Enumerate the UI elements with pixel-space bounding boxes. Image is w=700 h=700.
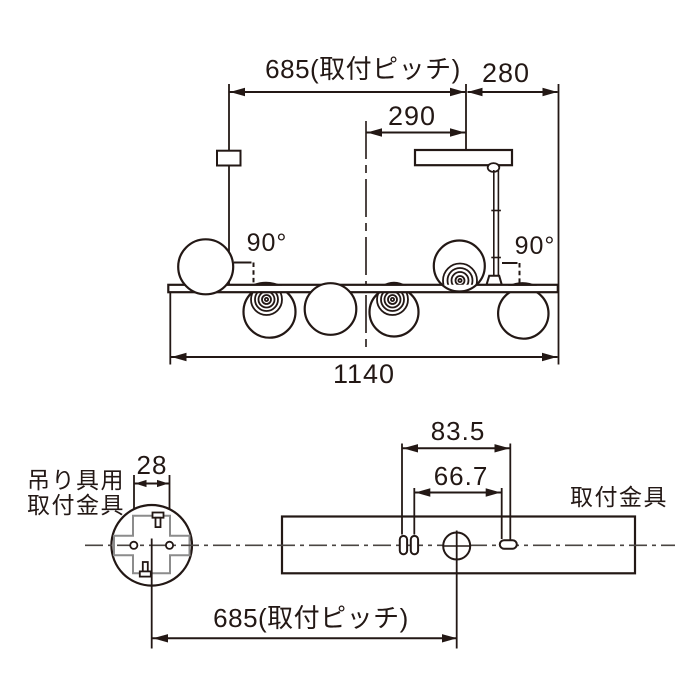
globe-below-4	[496, 287, 550, 340]
socket-mound-4	[508, 282, 537, 286]
dimension-line-667	[414, 488, 502, 497]
stem-foot	[485, 274, 504, 286]
dimension-line-280	[467, 87, 558, 97]
mount-bracket-label: 取付金具	[570, 484, 668, 510]
dimension-line-290	[366, 128, 466, 137]
keyhole-slot-left	[398, 534, 409, 556]
screw-bottom	[138, 561, 152, 578]
dimension-line-1140	[171, 352, 558, 362]
dimension-line-28	[134, 479, 169, 488]
screw-top	[151, 511, 165, 529]
dim-label-mount-pitch-bottom: 685(取付ピッチ)	[213, 603, 409, 633]
dim-label-290: 290	[387, 101, 437, 131]
keyhole-slot-right	[409, 534, 420, 556]
dimension-line-685-bottom	[152, 634, 458, 643]
hanger-bracket-plate	[113, 514, 191, 575]
fixture-bar	[167, 283, 559, 294]
angle-marker-right	[502, 262, 521, 284]
dimension-line-685-top	[229, 87, 466, 97]
hanger-bracket-label-line2: 取付金具	[27, 491, 125, 518]
hanger-bracket-label: 吊り具用 取付金具	[27, 468, 125, 518]
dim-label-mount-pitch-top: 685(取付ピッチ)	[265, 54, 461, 84]
dimension-line-835	[402, 444, 510, 453]
dim-label-83-5: 83.5	[430, 416, 486, 446]
side-view-drawing	[167, 84, 560, 365]
socket-spiral-above-right	[442, 262, 478, 285]
ceiling-hook	[216, 149, 242, 167]
angle-label-right: 90°	[514, 232, 556, 260]
hanger-bracket-label-line1: 吊り具用	[27, 467, 125, 493]
socket-mound-1	[250, 281, 282, 286]
bottom-view-drawing	[85, 443, 675, 649]
canopy	[413, 148, 514, 167]
socket-mound-3	[381, 281, 407, 286]
globe-above-left	[177, 238, 235, 296]
hanger-hole-right	[164, 540, 174, 550]
globe-below-2	[303, 282, 358, 336]
stem	[491, 170, 501, 285]
hanger-hole-left	[129, 540, 139, 550]
dim-label-280: 280	[481, 58, 531, 88]
dim-label-1140: 1140	[332, 359, 396, 389]
oval-slot	[498, 539, 518, 550]
dim-label-66-7: 66.7	[433, 461, 489, 491]
angle-label-left: 90°	[246, 229, 288, 257]
dim-label-28: 28	[136, 450, 168, 480]
angle-marker-left	[234, 261, 255, 284]
